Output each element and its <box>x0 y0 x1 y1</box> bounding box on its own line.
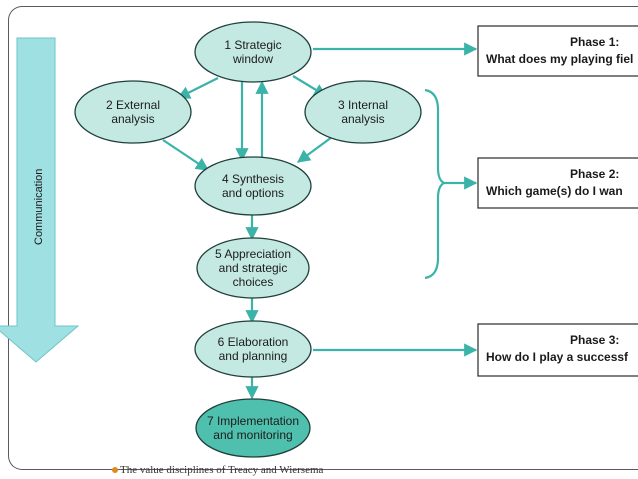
phase-2-question: Which game(s) do I wan <box>486 184 623 198</box>
phase-2-frame <box>477 157 638 209</box>
node-6-label: 6 Elaboration <box>218 335 289 349</box>
arrow-2-to-4 <box>162 139 210 171</box>
node-2-label: 2 External <box>106 98 160 112</box>
phase-2-brace <box>424 88 447 280</box>
node-4-label: 4 Synthesis <box>222 172 284 186</box>
node-7-label: 7 Implementation <box>207 414 299 428</box>
node-1-label: window <box>232 52 273 66</box>
node-3-label: analysis <box>341 112 384 126</box>
phase-2-box: Phase 2: Which game(s) do I wan <box>477 157 638 209</box>
connectors <box>162 42 478 400</box>
slide-frame <box>8 6 638 470</box>
node-5-shape <box>196 237 310 299</box>
node-7-shape <box>195 398 311 458</box>
phase-1-question: What does my playing fiel <box>486 52 633 66</box>
phase-3-title: Phase 3: <box>570 333 619 347</box>
phase-3-frame <box>477 323 638 377</box>
phase-3-box: Phase 3: How do I play a successf <box>477 323 638 377</box>
communication-label: Communication <box>33 169 45 245</box>
node-3-shape <box>304 80 422 144</box>
phase-2-title: Phase 2: <box>570 167 619 181</box>
node-2-shape <box>74 80 192 144</box>
node-7-label: and monitoring <box>213 428 292 442</box>
communication-arrow: Communication <box>0 37 80 363</box>
phase-1-box: Phase 1: What does my playing fiel <box>477 25 638 77</box>
node-6-shape <box>194 320 312 378</box>
phase-3-question: How do I play a successf <box>486 350 629 364</box>
node-5-label: 5 Appreciation <box>215 247 291 261</box>
arrow-3-to-4 <box>296 136 333 163</box>
arrow-1-to-2 <box>176 77 219 99</box>
node-2-label: analysis <box>111 112 154 126</box>
phase-1-frame <box>477 25 638 77</box>
node-5-label: choices <box>233 275 274 289</box>
node-3-label: 3 Internal <box>338 98 388 112</box>
node-1-shape <box>194 21 312 83</box>
node-4-label: and options <box>222 186 284 200</box>
footer-caption: The value disciplines of Treacy and Wier… <box>120 464 324 476</box>
communication-arrow-shape <box>0 37 80 363</box>
node-1-label: 1 Strategic <box>224 38 281 52</box>
node-4-shape <box>194 156 312 216</box>
caption-bullet <box>112 467 118 473</box>
node-5-label: and strategic <box>219 261 288 275</box>
phase-1-title: Phase 1: <box>570 35 619 49</box>
node-6-label: and planning <box>219 349 288 363</box>
